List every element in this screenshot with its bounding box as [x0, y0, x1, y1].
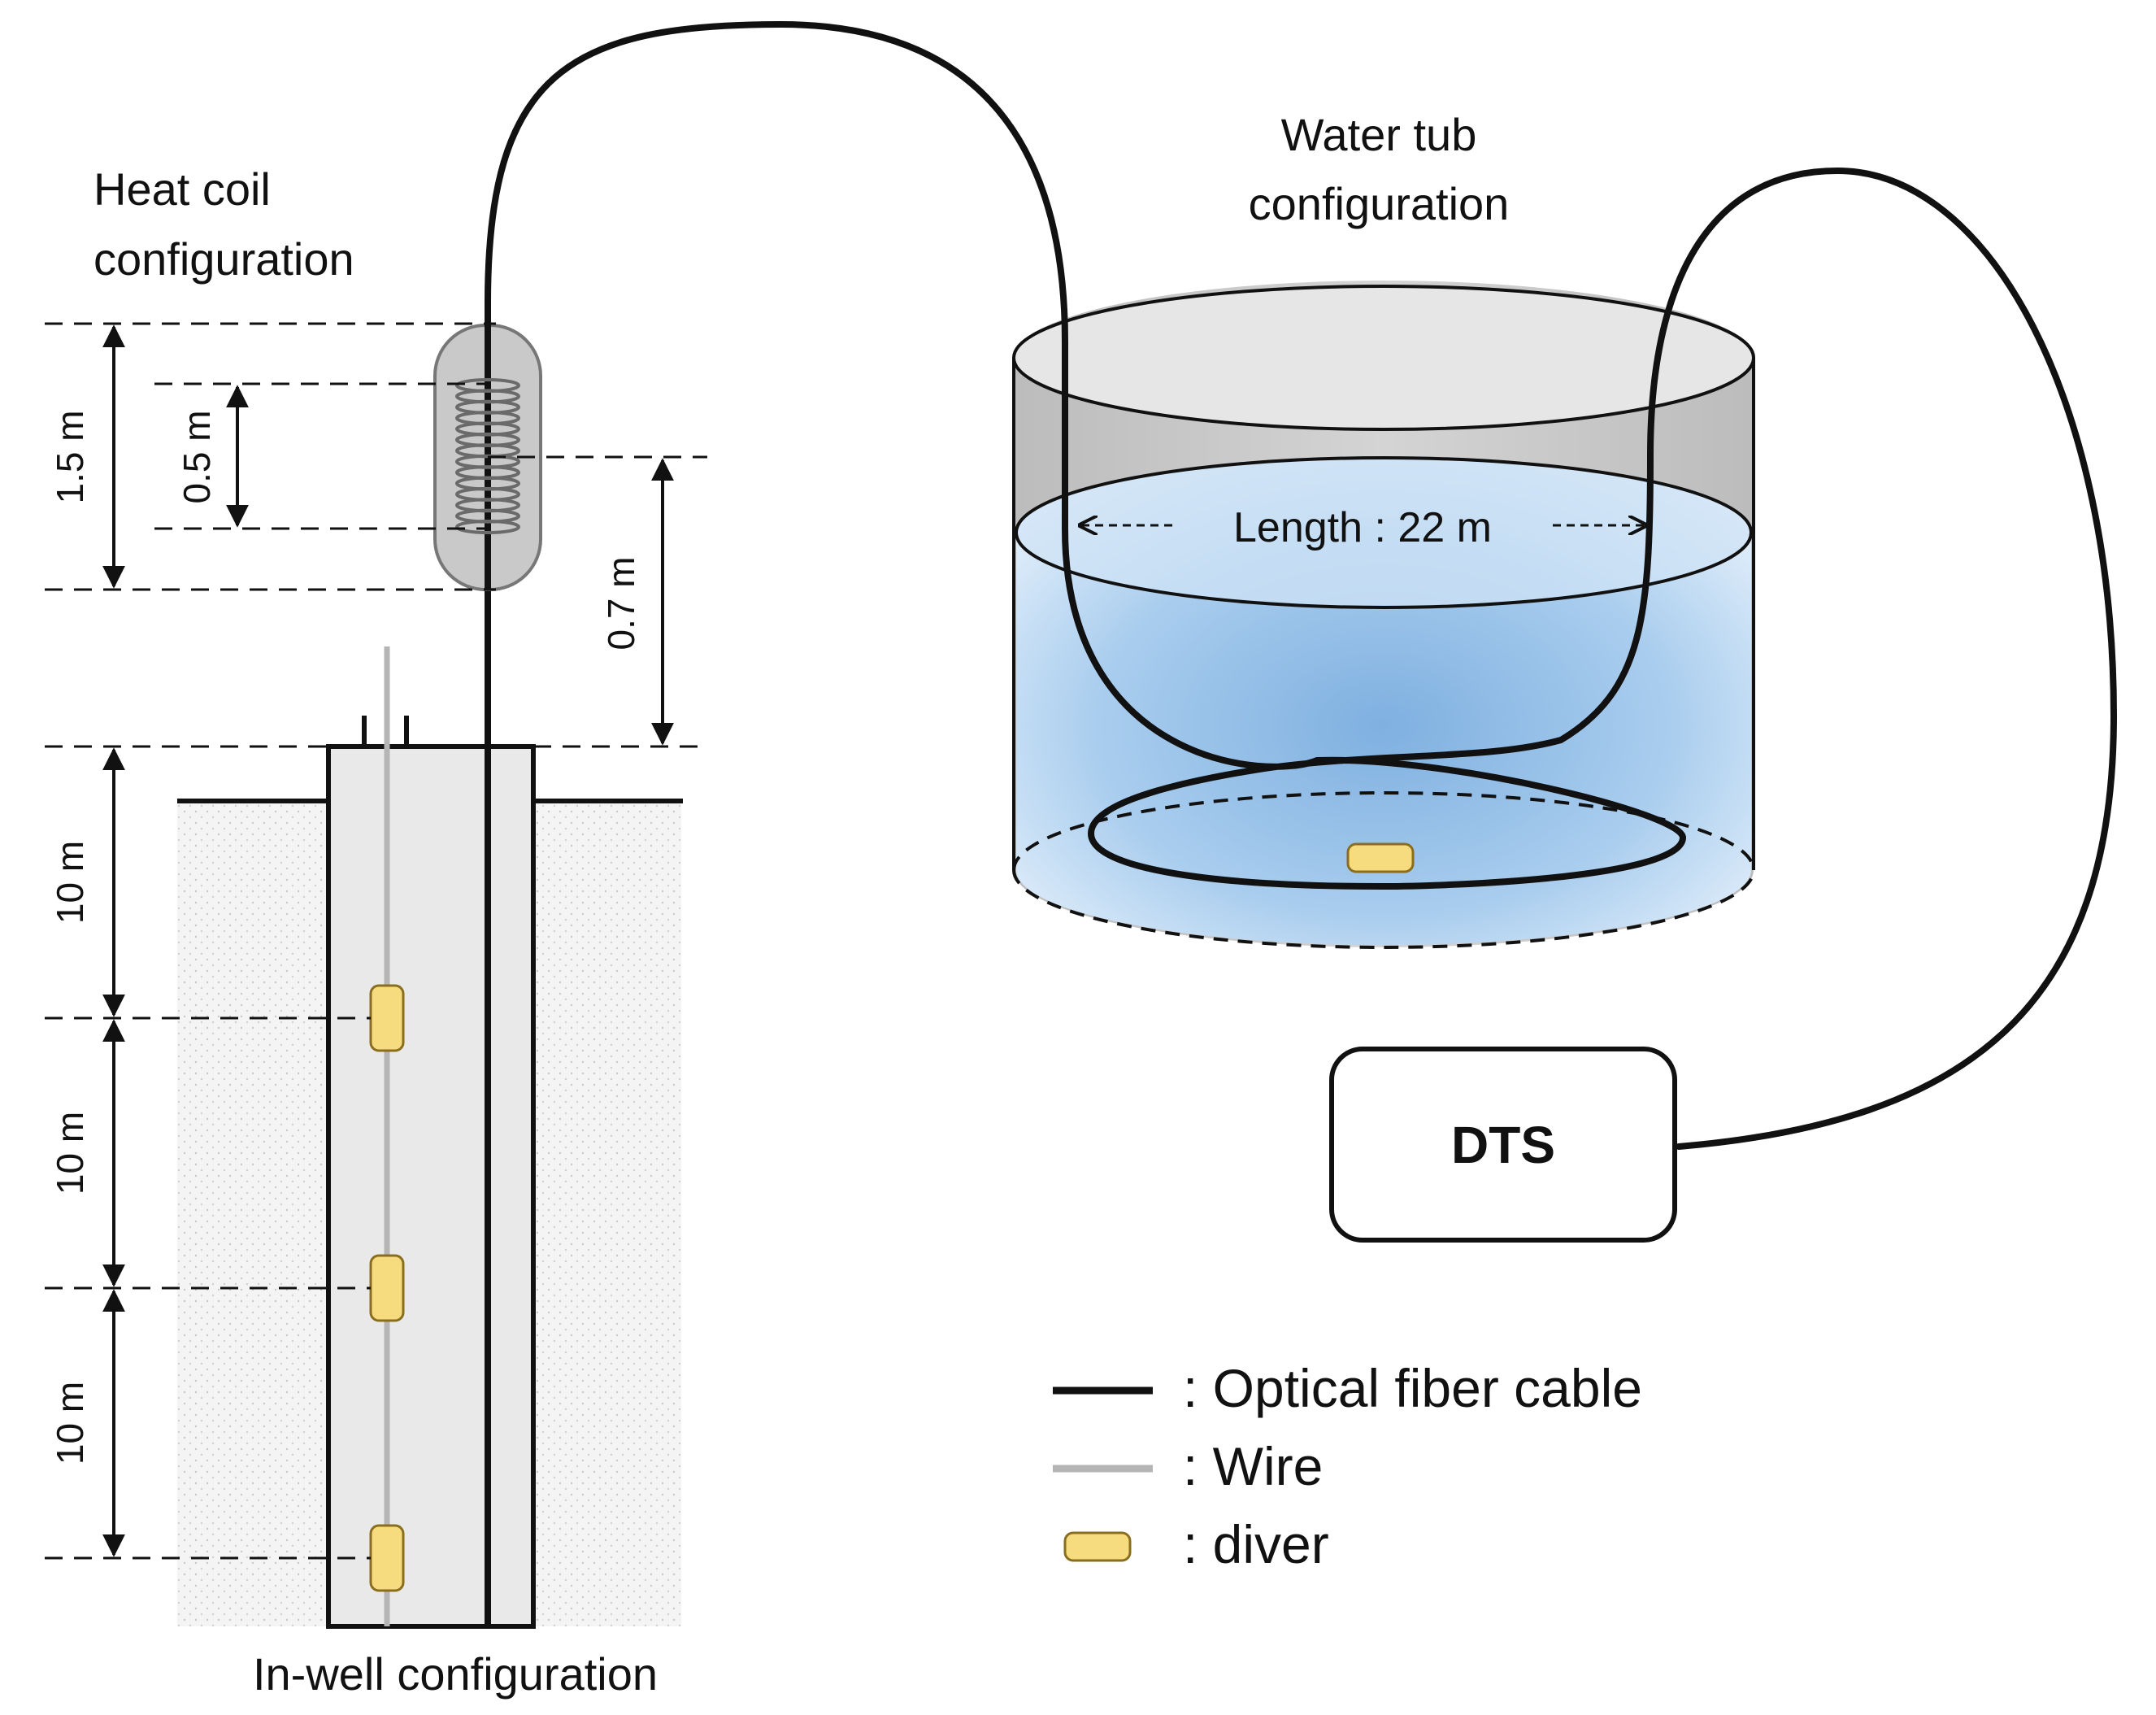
dts-label: DTS	[1451, 1116, 1555, 1174]
length-label: Length : 22 m	[1233, 504, 1492, 551]
diver-3	[369, 1524, 405, 1592]
dts-unit: DTS	[1329, 1047, 1677, 1243]
heat-coil-configuration	[433, 301, 542, 591]
heat-coil-title-line1: Heat coil	[93, 163, 271, 215]
diver-in-tub	[1346, 842, 1415, 873]
heat-coil-windings	[455, 378, 520, 534]
tub-bottom-back-edge	[1012, 791, 1755, 871]
tub-bottom-front-edge	[1012, 869, 1755, 949]
optical-fiber-cable	[485, 21, 2117, 1150]
dim-well-segment-1: 10 m	[49, 841, 91, 924]
legend-diver-label: : diver	[1183, 1514, 1329, 1574]
in-well-title: In-well configuration	[253, 1648, 658, 1700]
diver-2	[369, 1254, 405, 1322]
legend-cable-label: : Optical fiber cable	[1183, 1358, 1642, 1418]
legend-diver-swatch	[1063, 1531, 1132, 1562]
water-surface	[1015, 456, 1753, 609]
heat-coil-title-line2: configuration	[93, 233, 354, 285]
dim-well-segment-3: 10 m	[49, 1382, 91, 1465]
well-casing	[326, 744, 536, 1629]
coil-turn	[455, 520, 520, 534]
dim-coil-heater: 0.5 m	[176, 410, 218, 503]
dts-box	[1329, 1047, 1677, 1243]
dim-coil-offset: 0.7 m	[600, 556, 642, 650]
tub-rim	[1012, 285, 1755, 431]
in-well-configuration	[177, 585, 683, 1629]
water-tub-title-line2: configuration	[1249, 178, 1510, 229]
legend-wire-label: : Wire	[1183, 1436, 1323, 1496]
diver-1	[369, 984, 405, 1052]
dim-coil-total: 1.5 m	[49, 410, 91, 503]
legend: : Optical fiber cable : Wire : diver	[1053, 1358, 1642, 1574]
dimension-arrows	[102, 324, 674, 1557]
dimension-guides	[45, 322, 707, 1560]
dim-well-segment-2: 10 m	[49, 1112, 91, 1195]
water-tub-title-line1: Water tub	[1281, 109, 1477, 160]
